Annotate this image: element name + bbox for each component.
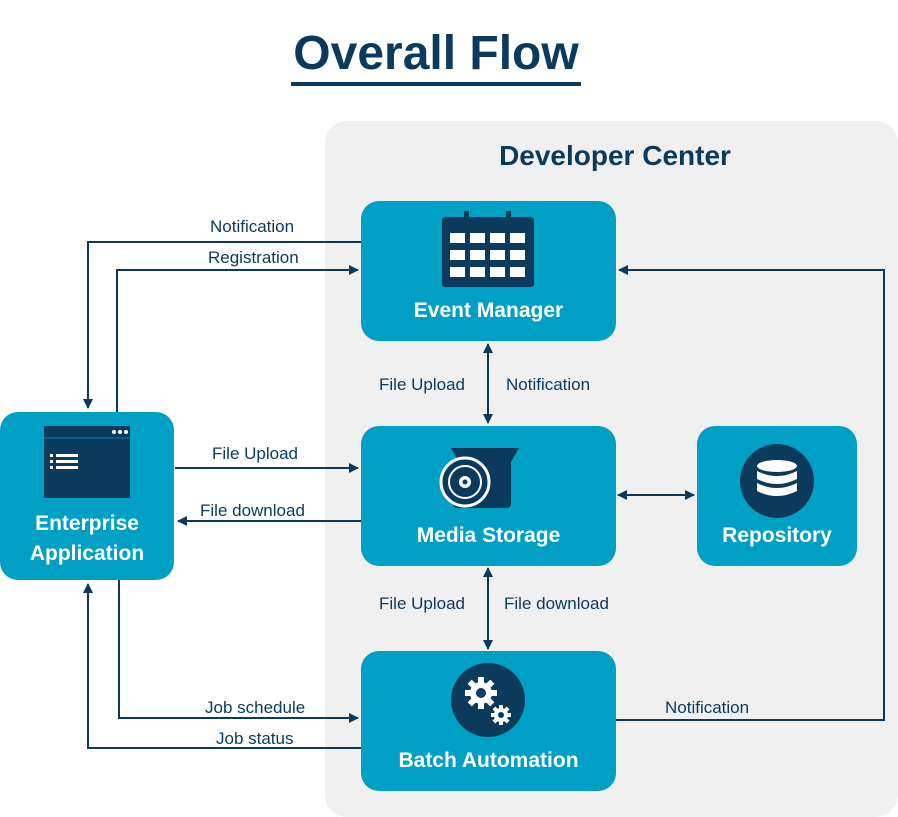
diagram-title-wrap: Overall Flow xyxy=(0,26,872,86)
edge-label-ba-notification: Notification xyxy=(665,698,750,717)
event-manager-node: Event Manager xyxy=(361,201,616,341)
enterprise-application-node: Enterprise Application xyxy=(0,412,174,580)
edge-label-ea-download: File download xyxy=(200,501,305,520)
ba-notification-arrow xyxy=(616,265,885,721)
edge-label-ea-upload: File Upload xyxy=(212,444,298,463)
enterprise-application-label-line2: Application xyxy=(29,542,145,565)
job-status-arrow xyxy=(83,583,361,749)
repository-node: Repository xyxy=(697,426,857,566)
edge-label-notification: Notification xyxy=(210,217,295,236)
developer-center-title: Developer Center xyxy=(499,140,731,171)
edge-label-em-ms-notification: Notification xyxy=(506,375,591,394)
database-icon xyxy=(740,444,814,518)
registration-arrow xyxy=(116,265,359,412)
event-manager-label: Event Manager xyxy=(413,299,564,322)
edge-label-job-schedule: Job schedule xyxy=(205,698,306,717)
repository-label: Repository xyxy=(722,524,832,547)
gears-icon xyxy=(451,663,525,737)
notification-arrow xyxy=(83,241,361,409)
batch-automation-label: Batch Automation xyxy=(398,749,579,772)
enterprise-application-label-line1: Enterprise xyxy=(35,512,139,535)
edge-label-registration: Registration xyxy=(208,248,299,267)
app-window-icon xyxy=(44,426,130,498)
disc-box-icon xyxy=(439,448,519,508)
edge-label-em-ms-upload: File Upload xyxy=(379,375,465,394)
media-storage-label: Media Storage xyxy=(416,524,561,547)
media-storage-node: Media Storage xyxy=(361,426,616,566)
job-schedule-arrow xyxy=(118,580,359,723)
edge-label-ms-ba-upload: File Upload xyxy=(379,594,465,613)
edge-label-ms-ba-download: File download xyxy=(504,594,609,613)
batch-automation-node: Batch Automation xyxy=(361,651,616,791)
diagram-title: Overall Flow xyxy=(291,27,581,86)
edge-label-job-status: Job status xyxy=(216,729,294,748)
calendar-icon xyxy=(442,211,534,287)
